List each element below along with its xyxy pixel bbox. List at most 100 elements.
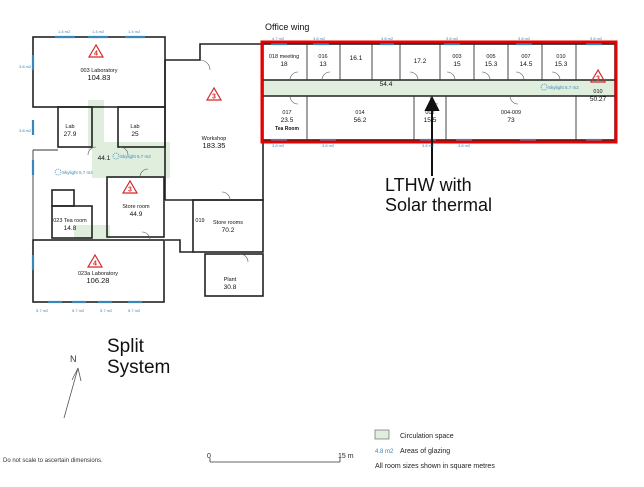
zone-triangle xyxy=(87,43,105,58)
room-area: 14.5 xyxy=(520,61,533,68)
wall-workshop-top xyxy=(165,43,263,61)
glazing-label: 3.8 m2 xyxy=(422,143,435,148)
lthw-arrow xyxy=(424,95,440,176)
room-area: 17.2 xyxy=(414,58,427,65)
room-name: Workshop xyxy=(202,136,227,142)
room-area: 25 xyxy=(131,131,139,138)
zone-marker: 4 xyxy=(87,43,105,58)
wall-wc xyxy=(51,189,75,207)
glazing-label: 5.7 m2 xyxy=(100,308,113,313)
room-name: 004-009 xyxy=(501,110,521,116)
glazing-label: 3.8 m2 xyxy=(19,64,32,69)
room-name: 007 xyxy=(521,54,530,60)
room-name: Store rooms xyxy=(213,220,243,226)
glazing-labels: 1.4 m2 1.4 m2 1.4 m2 3.8 m2 3.8 m2 4.7 m2 3.8 … xyxy=(19,29,603,313)
room-name: 010 xyxy=(593,89,602,95)
zone-number: 3 xyxy=(212,94,216,101)
zone-number: 4 xyxy=(94,51,98,58)
skylight-label: Skylight 5.7 m2 xyxy=(548,85,579,90)
room-name: 014 xyxy=(355,110,364,116)
partitions xyxy=(32,44,577,240)
glazing-label: 4.7 m2 xyxy=(272,36,285,41)
glazing-label: 1.4 m2 xyxy=(128,29,141,34)
corridor-fill xyxy=(263,80,615,96)
glazing-label: 5.7 m2 xyxy=(36,308,49,313)
lthw-annotation: LTHW with Solar thermal xyxy=(385,175,492,215)
zone-marker: 3 xyxy=(589,68,607,83)
zone-triangle xyxy=(205,86,223,101)
scale-bar xyxy=(209,458,341,463)
room-area: 30.8 xyxy=(224,284,237,291)
glazing-label: 3.8 m2 xyxy=(322,143,335,148)
room-name: 003 Laboratory xyxy=(81,68,118,74)
skylight-icon xyxy=(540,83,548,91)
room-area: 44.1 xyxy=(98,155,111,162)
skylight-label: Skylight 5.7 m2 xyxy=(62,170,93,175)
room-name: 023a Laboratory xyxy=(78,271,118,277)
room-name: 023 Tea room xyxy=(53,218,87,224)
room-area: 15.3 xyxy=(485,61,498,68)
room-area: 183.35 xyxy=(203,141,226,150)
wall-lab-a xyxy=(57,106,93,148)
glazing-label: 3.8 m2 xyxy=(313,36,326,41)
room-area: 15.3 xyxy=(555,61,568,68)
glazing-label: 1.4 m2 xyxy=(92,29,105,34)
room-area: 16.1 xyxy=(350,55,363,62)
room-area: 56.2 xyxy=(354,117,367,124)
zone-triangle xyxy=(589,68,607,83)
office-wing-title: Office wing xyxy=(265,22,309,32)
room-area: 106.28 xyxy=(87,276,110,285)
legend-glazing-label: Areas of glazing xyxy=(400,448,450,455)
room-name: Lab xyxy=(65,124,74,130)
room-name: Store room xyxy=(122,204,150,210)
doors xyxy=(87,59,561,263)
room-area: 15.5 xyxy=(424,117,437,124)
zone-marker: 3 xyxy=(205,86,223,101)
room-name: 018 meeting xyxy=(269,54,299,60)
north-arrow xyxy=(63,367,82,419)
room-area: 73 xyxy=(507,117,515,124)
legend-note: All room sizes shown in square metres xyxy=(375,463,495,470)
room-area: 23.5 xyxy=(281,117,294,124)
zone-triangle xyxy=(121,179,139,194)
room-name: 005 xyxy=(486,54,495,60)
legend-glazing-value: 4.8 m2 xyxy=(375,449,394,455)
room-name: Plant xyxy=(224,277,237,283)
glazing-label: 3.8 m2 xyxy=(458,143,471,148)
zone-number: 3 xyxy=(596,76,600,83)
room-area: 15 xyxy=(453,61,461,68)
scale-max: 15 m xyxy=(338,453,354,460)
glazing-label: 5.7 m2 xyxy=(72,308,85,313)
room-subtitle: Tea Room xyxy=(275,126,299,132)
wall-annex xyxy=(165,239,193,253)
room-name: 016 xyxy=(318,54,327,60)
room-labels: 003 Laboratory104.83Lab27.9Lab2544.1Stor… xyxy=(53,54,606,291)
glazing-label: 5.7 m2 xyxy=(128,308,141,313)
room-area: 44.9 xyxy=(130,211,143,218)
disclaimer: Do not scale to ascertain dimensions. xyxy=(3,458,103,464)
room-name: 017 xyxy=(282,110,291,116)
split-annotation-text: Split System xyxy=(107,336,171,379)
zone-triangle xyxy=(86,253,104,268)
room-name: 003 xyxy=(452,54,461,60)
room-area: 27.9 xyxy=(64,131,77,138)
skylight-icon xyxy=(112,152,120,160)
wall-tearoom xyxy=(51,205,93,239)
glazing-label: 3.8 m2 xyxy=(590,36,603,41)
skylight-label: Skylight 5.7 m2 xyxy=(120,154,151,159)
glazing-label: 3.8 m2 xyxy=(446,36,459,41)
room-name: 002 xyxy=(425,110,434,116)
room-area: 14.8 xyxy=(64,225,77,232)
glazing-label: 1.4 m2 xyxy=(58,29,71,34)
skylight-icon xyxy=(54,168,62,176)
wall-storerooms xyxy=(192,199,264,253)
glazing-label: 3.8 m2 xyxy=(518,36,531,41)
lthw-annotation-text: LTHW with Solar thermal xyxy=(385,175,493,216)
room-area: 54.4 xyxy=(380,81,393,88)
circulation-areas xyxy=(74,80,615,239)
legend-circulation-label: Circulation space xyxy=(400,433,454,440)
skylight-labels: Skylight 5.7 m2 Skylight 5.7 m2 Skylight 5… xyxy=(54,83,579,176)
